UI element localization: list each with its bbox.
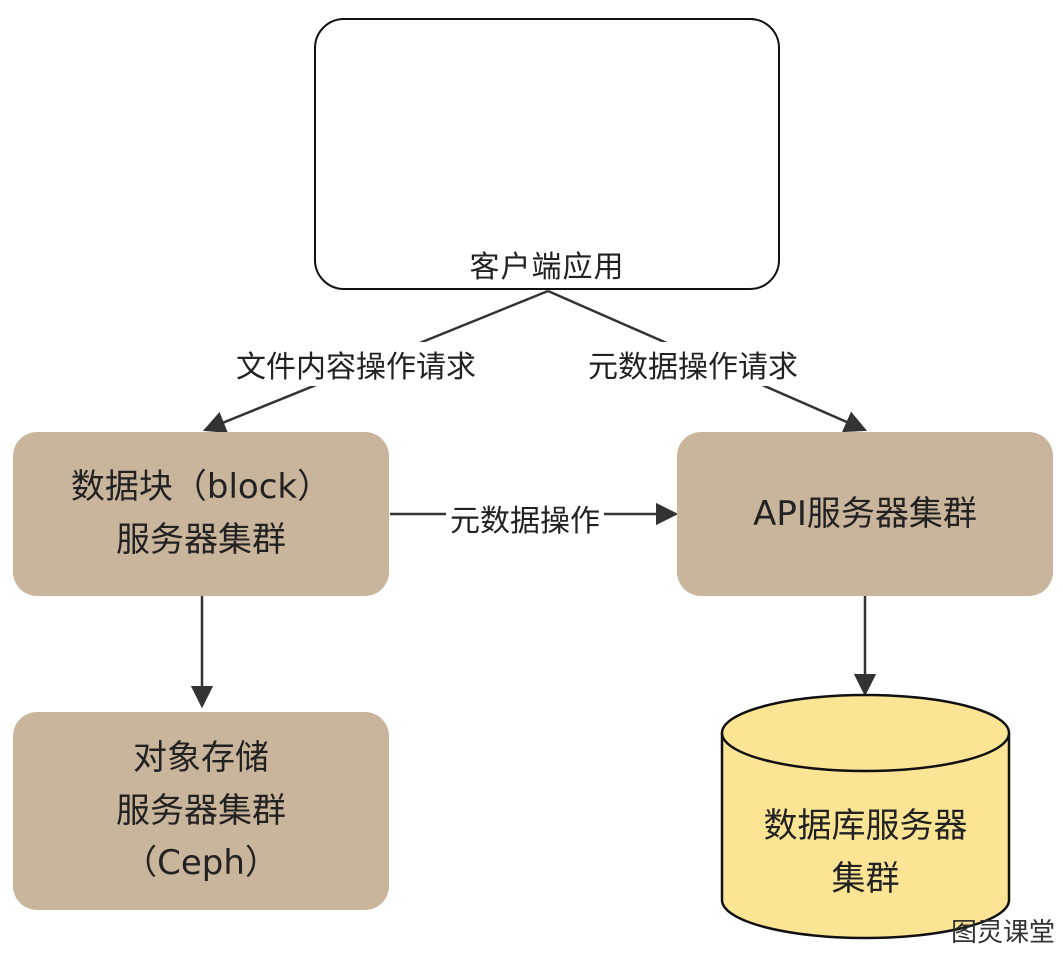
database-cluster-label: 数据库服务器 集群 (722, 800, 1009, 905)
edge-label-file-content-request: 文件内容操作请求 (236, 342, 476, 386)
block-cluster-line2: 服务器集群 (116, 520, 286, 560)
database-cylinder (720, 693, 1011, 940)
client-app-label: 客户端应用 (469, 250, 625, 285)
api-cluster-line1: API服务器集群 (753, 493, 977, 534)
block-cluster-line1: 数据块（block） (70, 467, 332, 508)
edge-label-metadata-op: 元数据操作 (446, 496, 604, 540)
api-server-cluster: API服务器集群 (677, 432, 1053, 596)
database-line2: 集群 (831, 858, 900, 899)
database-line1: 数据库服务器 (763, 806, 968, 846)
edge-label-metadata-request: 元数据操作请求 (588, 342, 798, 386)
object-storage-line2: 服务器集群 (116, 790, 286, 831)
object-storage-line1: 对象存储 (133, 737, 269, 778)
watermark: 图灵课堂 (950, 918, 1055, 948)
object-storage-line3: （Ceph） (123, 843, 279, 884)
object-storage-cluster: 对象存储 服务器集群 （Ceph） (13, 712, 389, 910)
client-app-box: 客户端应用 (314, 18, 780, 290)
block-server-cluster: 数据块（block） 服务器集群 (13, 432, 389, 596)
